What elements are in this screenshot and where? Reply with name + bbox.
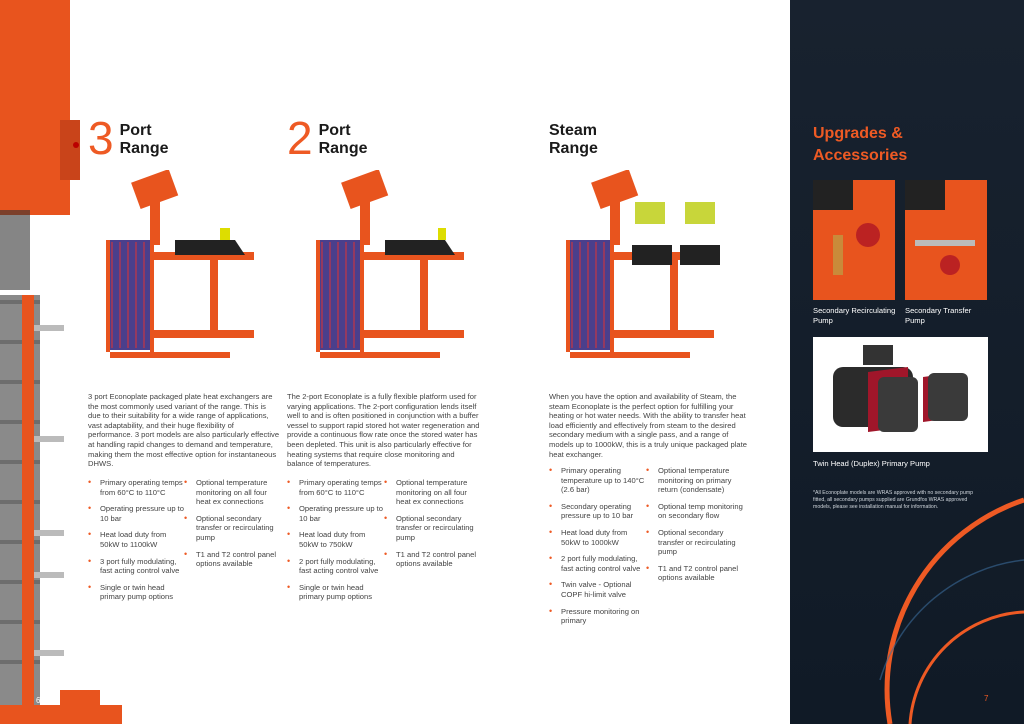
feature-item: Primary operating temps from 60°C to 110… xyxy=(88,478,186,497)
secondary-recirculating-pump-photo xyxy=(813,180,895,300)
pump-caption: Secondary Recirculating Pump xyxy=(813,306,896,325)
feature-item: Optional temperature monitoring on all f… xyxy=(384,478,482,507)
feature-item: Heat load duty from 50kW to 1000kW xyxy=(549,528,647,547)
heading-line: Port xyxy=(119,122,152,139)
heading-line: Range xyxy=(549,140,598,157)
heading-line: Steam xyxy=(549,122,598,139)
feature-item: T1 and T2 control panel options availabl… xyxy=(184,550,282,569)
feature-item: Operating pressure up to 10 bar xyxy=(88,504,186,523)
section-number: 2 xyxy=(287,112,313,164)
feature-item: Heat load duty from 50kW to 1100kW xyxy=(88,530,186,549)
upgrades-title: Upgrades & Accessories xyxy=(813,123,907,167)
features-list-right: Optional temperature monitoring on prima… xyxy=(646,466,746,590)
features-list-right: Optional temperature monitoring on all f… xyxy=(184,478,282,576)
page-number-right: 7 xyxy=(984,694,989,703)
feature-item: Primary operating temperature up to 140°… xyxy=(549,466,647,495)
feature-item: Optional temperature monitoring on prima… xyxy=(646,466,746,495)
features-list-left: Primary operating temperature up to 140°… xyxy=(549,466,647,633)
plate-heat-exchanger-photo xyxy=(0,0,122,724)
features-list-left: Primary operating temps from 60°C to 110… xyxy=(88,478,186,609)
3-port-unit-image xyxy=(105,170,255,359)
page-number-left: 6 xyxy=(36,696,41,705)
wras-note: *All Econoplate models are WRAS approved… xyxy=(813,490,974,510)
twin-head-pump-photo xyxy=(813,337,988,452)
features-list-right: Optional temperature monitoring on all f… xyxy=(384,478,482,576)
heading-line: Range xyxy=(318,140,368,157)
feature-item: Optional secondary transfer or recircula… xyxy=(184,514,282,543)
title-line: Upgrades & xyxy=(813,125,903,142)
feature-item: Operating pressure up to 10 bar xyxy=(287,504,385,523)
section-description: When you have the option and availabilit… xyxy=(549,392,747,459)
feature-item: Optional temperature monitoring on all f… xyxy=(184,478,282,507)
feature-item: Optional secondary transfer or recircula… xyxy=(646,528,746,557)
decorative-arcs xyxy=(879,497,1024,724)
title-line: Accessories xyxy=(813,147,908,164)
section-description: 3 port Econoplate packaged plate heat ex… xyxy=(88,392,280,469)
section-description: The 2-port Econoplate is a fully flexibl… xyxy=(287,392,480,469)
steam-unit-image xyxy=(565,170,720,359)
feature-item: Optional secondary transfer or recircula… xyxy=(384,514,482,543)
feature-item: T1 and T2 control panel options availabl… xyxy=(646,564,746,583)
feature-item: Optional temp monitoring on secondary fl… xyxy=(646,502,746,521)
feature-item: Heat load duty from 50kW to 750kW xyxy=(287,530,385,549)
feature-item: Single or twin head primary pump options xyxy=(287,583,385,602)
feature-item: 2 port fully modulating, fast acting con… xyxy=(549,554,647,573)
feature-item: Pressure monitoring on primary xyxy=(549,607,647,626)
feature-item: Secondary operating pressure up to 10 ba… xyxy=(549,502,647,521)
secondary-transfer-pump-photo xyxy=(905,180,987,300)
feature-item: 3 port fully modulating, fast acting con… xyxy=(88,557,186,576)
2-port-unit-image xyxy=(315,170,465,359)
feature-item: Twin valve - Optional COPF hi-limit valv… xyxy=(549,580,647,599)
pump-caption: Secondary Transfer Pump xyxy=(905,306,972,325)
features-list-left: Primary operating temps from 60°C to 110… xyxy=(287,478,385,609)
section-number: 3 xyxy=(88,112,114,164)
feature-item: T1 and T2 control panel options availabl… xyxy=(384,550,482,569)
feature-item: 2 port fully modulating, fast acting con… xyxy=(287,557,385,576)
pump-caption: Twin Head (Duplex) Primary Pump xyxy=(813,459,930,468)
heading-line: Port xyxy=(318,122,351,139)
feature-item: Single or twin head primary pump options xyxy=(88,583,186,602)
heading-line: Range xyxy=(119,140,169,157)
feature-item: Primary operating temps from 60°C to 110… xyxy=(287,478,385,497)
